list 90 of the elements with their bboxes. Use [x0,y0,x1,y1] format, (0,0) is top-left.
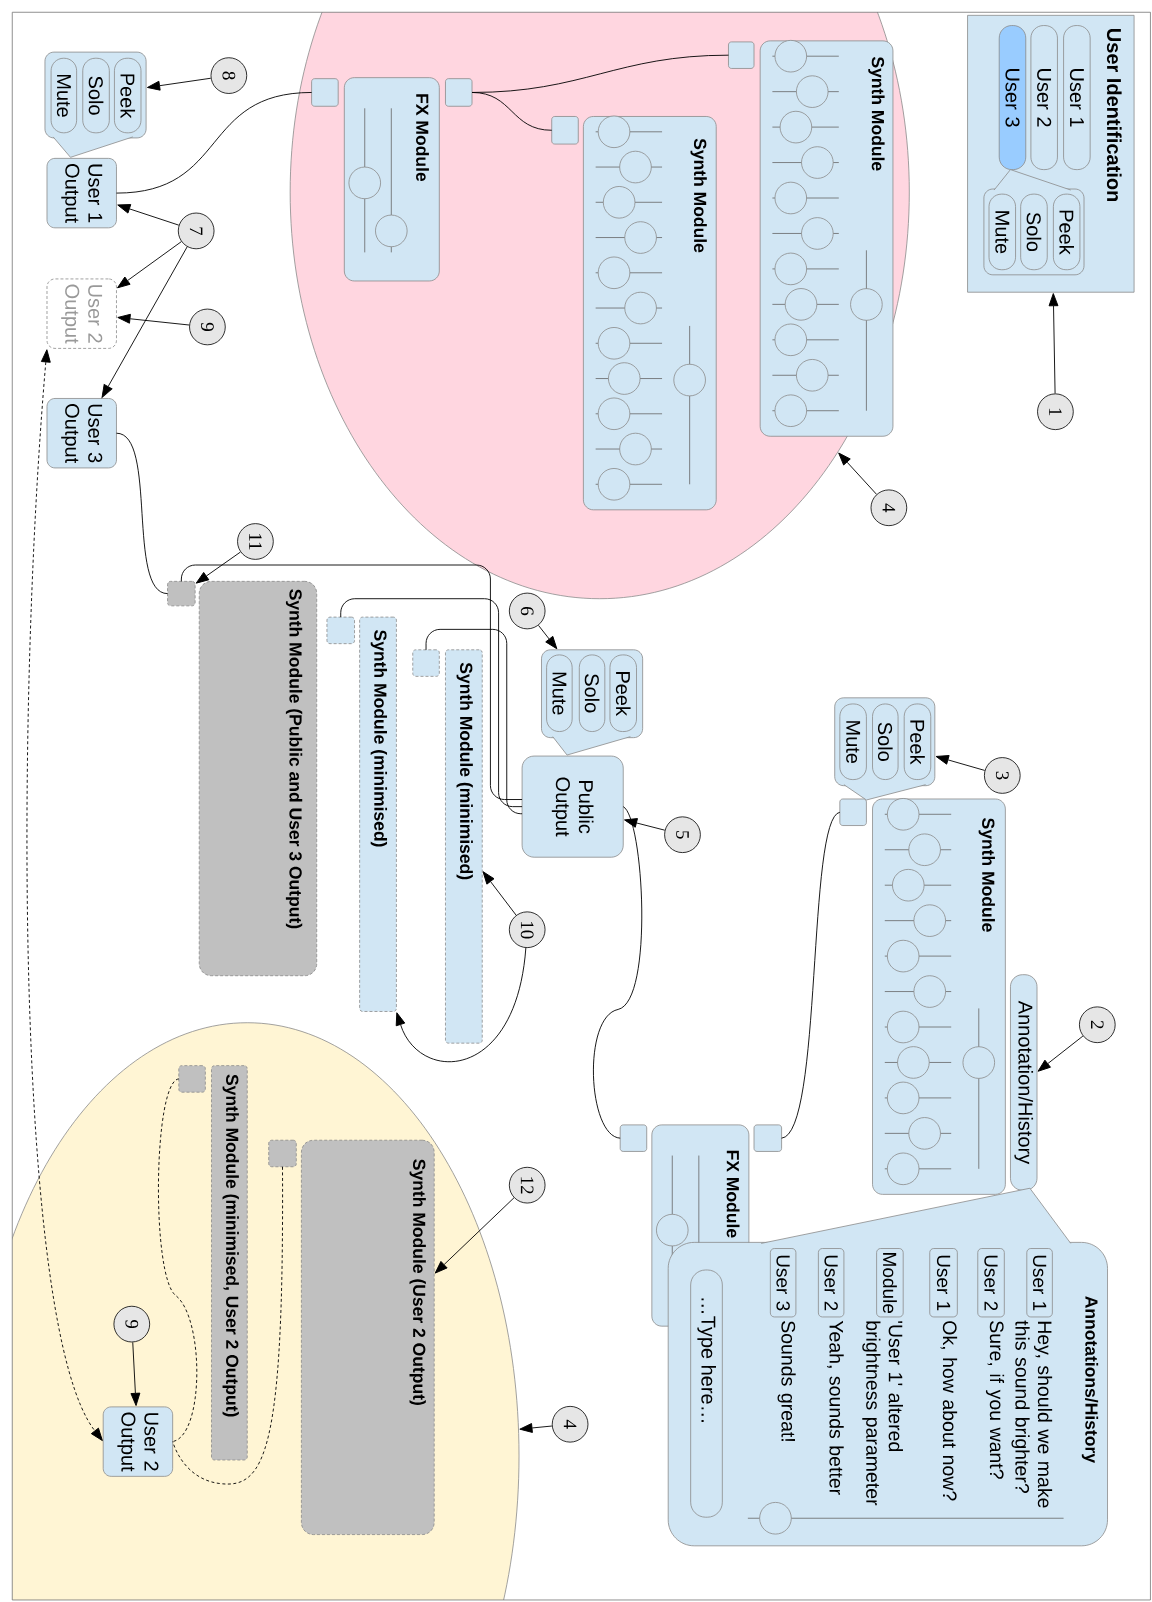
message-text: Sure, if you want? [985,1321,1004,1479]
module-panel: Synth Module (minimised) [359,616,397,1012]
callout-number: 12 [508,1166,546,1204]
author-tag: User 3 [769,1248,797,1318]
fx-module-panel: FX Module [343,77,440,282]
message-text: 'User 1' altered brightness parameter [862,1321,903,1506]
input-field: …Type here… [690,1269,723,1518]
cable [592,806,642,1139]
module-panel: Synth Module (User 2 Output) [300,1139,435,1535]
toggle-button: Mute [546,654,573,732]
callout-number: 9 [188,308,226,346]
callout-number: 10 [508,911,546,949]
arrow [117,204,180,226]
arrow [116,241,182,289]
port-square [412,649,440,677]
port-square [727,41,755,69]
toggle-button: Solo [1020,193,1048,271]
tab: Annotation/History [1009,974,1038,1191]
message-text: Yeah, sounds better [826,1320,844,1495]
arrow [101,246,188,398]
cable [172,1166,283,1485]
author-tag: Module [876,1248,904,1318]
arrow [395,947,527,1063]
toggle-button: User 1 [1062,25,1091,170]
message-text: Ok, how about now? [940,1321,957,1501]
toggle-button: Solo [82,57,110,134]
cable [180,564,523,800]
port-square [268,1139,297,1168]
output-box: User 2 Output [102,1406,173,1477]
toggle-button: Peek [1052,193,1081,271]
arrow [519,1423,553,1433]
arrow [482,871,517,916]
toggle-button: User 3 [998,25,1026,170]
callout-number: 11 [236,523,274,560]
module-panel: Synth Module (minimised) [444,649,483,1044]
arrow [1037,1035,1084,1072]
port-square [619,1124,647,1152]
output-box: User 3 Output [46,398,117,469]
cable [115,432,168,595]
port-square [753,1124,782,1152]
port-square [839,798,867,826]
arrow [434,1197,515,1274]
arrow [1048,293,1059,394]
toggle-button: Mute [50,57,77,134]
cable [471,92,552,131]
callout-number: 4 [551,1405,589,1443]
arrow [26,349,103,1441]
port-square [551,116,579,145]
author-tag: User 1 [1026,1248,1053,1318]
callout-number: 2 [1078,1006,1116,1044]
callout-number: 9 [113,1305,150,1343]
module-panel: Synth Module (minimised, User 2 Output) [210,1065,248,1461]
toggle-button: Mute [839,703,867,780]
author-tag: User 1 [929,1248,958,1318]
callout-number: 4 [870,489,907,527]
toggle-button: Peek [113,57,142,134]
output-box: User 2 Output [46,278,117,349]
port-square [311,78,339,107]
toggle-button: Peek [609,654,637,732]
author-tag: User 2 [817,1248,845,1318]
port-square [178,1065,206,1093]
callout-number: 3 [983,757,1021,794]
message-text: Hey, should we make this sound brighter? [1011,1320,1052,1508]
callout-number: 5 [664,816,701,853]
callout-number: 7 [177,212,215,250]
toggle-button: Mute [988,193,1016,271]
callout-number: 6 [508,592,546,630]
author-tag: User 2 [977,1248,1005,1318]
cable [425,628,523,815]
port-square [326,616,355,645]
arrow [195,551,241,584]
toggle-button: Solo [578,654,605,732]
cable [780,811,841,1139]
arrow [117,313,190,326]
message-text: Sounds great! [777,1321,796,1441]
callout-number: 1 [1036,393,1074,431]
cable [157,1078,198,1443]
cable [115,92,312,194]
toggle-button: Solo [871,703,899,780]
arrow [146,77,211,91]
cable [340,598,523,808]
arrow [130,1341,141,1406]
callout-number: 8 [210,57,247,94]
port-square [444,78,473,107]
module-panel: Synth Module (Public and User 3 Output) [198,580,317,977]
arrow [838,452,877,495]
arrow [537,624,558,650]
port-square [166,580,196,607]
arrow [623,818,665,831]
arrow [935,755,985,771]
